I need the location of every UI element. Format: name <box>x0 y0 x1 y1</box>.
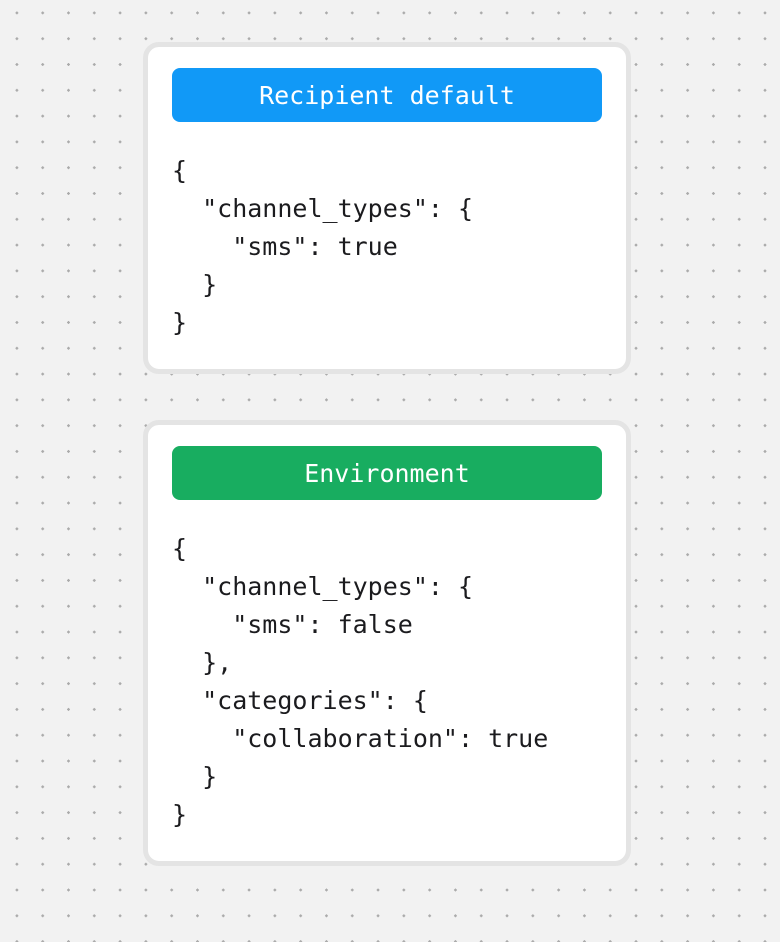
environment-header: Environment <box>172 446 602 500</box>
recipient-default-card: Recipient default { "channel_types": { "… <box>143 42 631 374</box>
environment-header-label: Environment <box>304 458 470 488</box>
code-line: "channel_types": { <box>172 194 474 223</box>
code-line: } <box>172 270 218 299</box>
code-line: "collaboration": true <box>172 724 549 753</box>
code-line: { <box>172 156 188 185</box>
recipient-default-header: Recipient default <box>172 68 602 122</box>
code-line: } <box>172 308 188 337</box>
dotted-canvas: Recipient default { "channel_types": { "… <box>0 42 780 942</box>
code-line: } <box>172 762 218 791</box>
code-line: } <box>172 800 188 829</box>
code-line: }, <box>172 648 233 677</box>
recipient-default-header-label: Recipient default <box>259 80 515 110</box>
code-line: "categories": { <box>172 686 428 715</box>
environment-card: Environment { "channel_types": { "sms": … <box>143 420 631 866</box>
code-line: "sms": false <box>172 610 413 639</box>
environment-code-block: { "channel_types": { "sms": false }, "ca… <box>172 530 602 834</box>
code-line: "channel_types": { <box>172 572 474 601</box>
recipient-default-code-block: { "channel_types": { "sms": true } } <box>172 152 602 342</box>
code-line: { <box>172 534 188 563</box>
code-line: "sms": true <box>172 232 398 261</box>
